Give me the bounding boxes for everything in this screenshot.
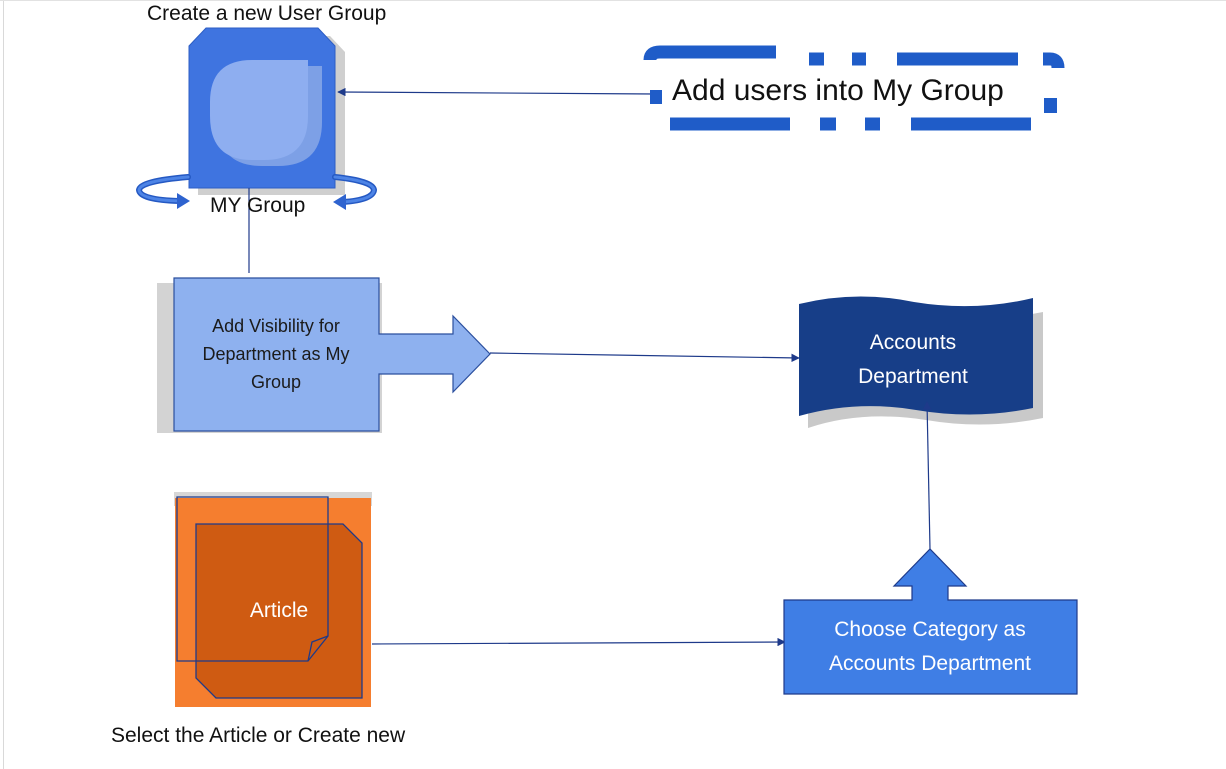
accounts-label: Accounts Department [858,331,968,388]
accounts-shape [799,296,1033,416]
category-label: Choose Category as Accounts Department [829,618,1031,675]
visibility-shape [173,277,491,432]
frame-border [3,0,4,769]
category-shape [783,548,1078,695]
visibility-label: Add Visibility for Department as My Grou… [202,316,350,392]
rotate-arrows-icon [135,174,378,210]
connector-arrow [922,401,932,550]
frame-border [0,0,1226,1]
add-users-label: Add users into My Group [672,74,1004,107]
visibility-node[interactable] [157,277,491,433]
connector-arrow [371,637,786,647]
connector-arrow [489,352,800,363]
create-group-label: Create a new User Group [147,2,387,25]
my-group-label: MY Group [210,194,306,217]
accounts-node[interactable] [799,296,1043,428]
user-group-icon [210,60,322,166]
select-article-label: Select the Article or Create new [111,724,406,747]
document-icon [176,496,363,699]
connector-arrow [337,87,657,97]
add-users-dashed-border [643,45,1065,131]
category-node[interactable] [783,548,1078,695]
article-label: Article [249,599,309,622]
